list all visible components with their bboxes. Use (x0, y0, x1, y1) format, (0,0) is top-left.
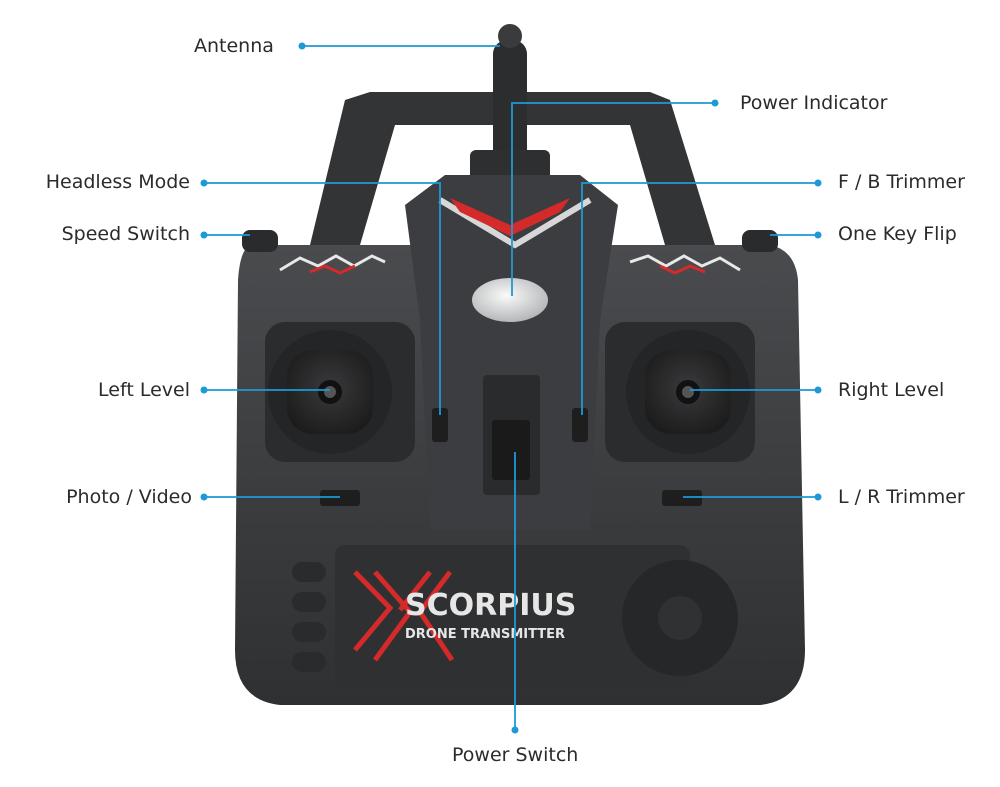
dpad[interactable] (622, 560, 738, 676)
fb-trimmer[interactable] (572, 408, 588, 442)
photo-video-trimmer[interactable] (320, 490, 360, 506)
label-fb-trimmer: F / B Trimmer (838, 171, 965, 193)
side-buttons[interactable] (292, 562, 326, 672)
brand-subtitle: DRONE TRANSMITTER (405, 627, 565, 642)
one-key-flip-button[interactable] (742, 230, 778, 252)
left-wave-decoration (279, 254, 386, 275)
power-switch[interactable] (483, 375, 540, 495)
label-antenna: Antenna (194, 35, 274, 57)
right-control-stick[interactable] (605, 322, 755, 462)
callout-lines (204, 45, 818, 730)
lr-trimmer[interactable] (662, 490, 702, 506)
left-control-stick[interactable] (265, 322, 415, 462)
label-right-level: Right Level (838, 379, 945, 401)
scorpius-logo-mark (353, 570, 455, 662)
label-headless-mode: Headless Mode (45, 171, 190, 193)
label-photo-video: Photo / Video (66, 486, 192, 508)
headless-mode-trimmer[interactable] (432, 408, 448, 442)
callout-dots (200, 42, 822, 734)
label-power-indicator: Power Indicator (740, 92, 888, 114)
right-wave-decoration (629, 254, 741, 275)
label-power-switch: Power Switch (452, 744, 579, 766)
label-speed-switch: Speed Switch (61, 223, 190, 245)
label-left-level: Left Level (98, 379, 190, 401)
power-indicator-led (472, 278, 548, 322)
label-lr-trimmer: L / R Trimmer (838, 486, 965, 508)
speed-switch-button[interactable] (242, 230, 278, 252)
label-one-key-flip: One Key Flip (838, 223, 957, 245)
brand-name: SCORPIUS (405, 588, 576, 623)
